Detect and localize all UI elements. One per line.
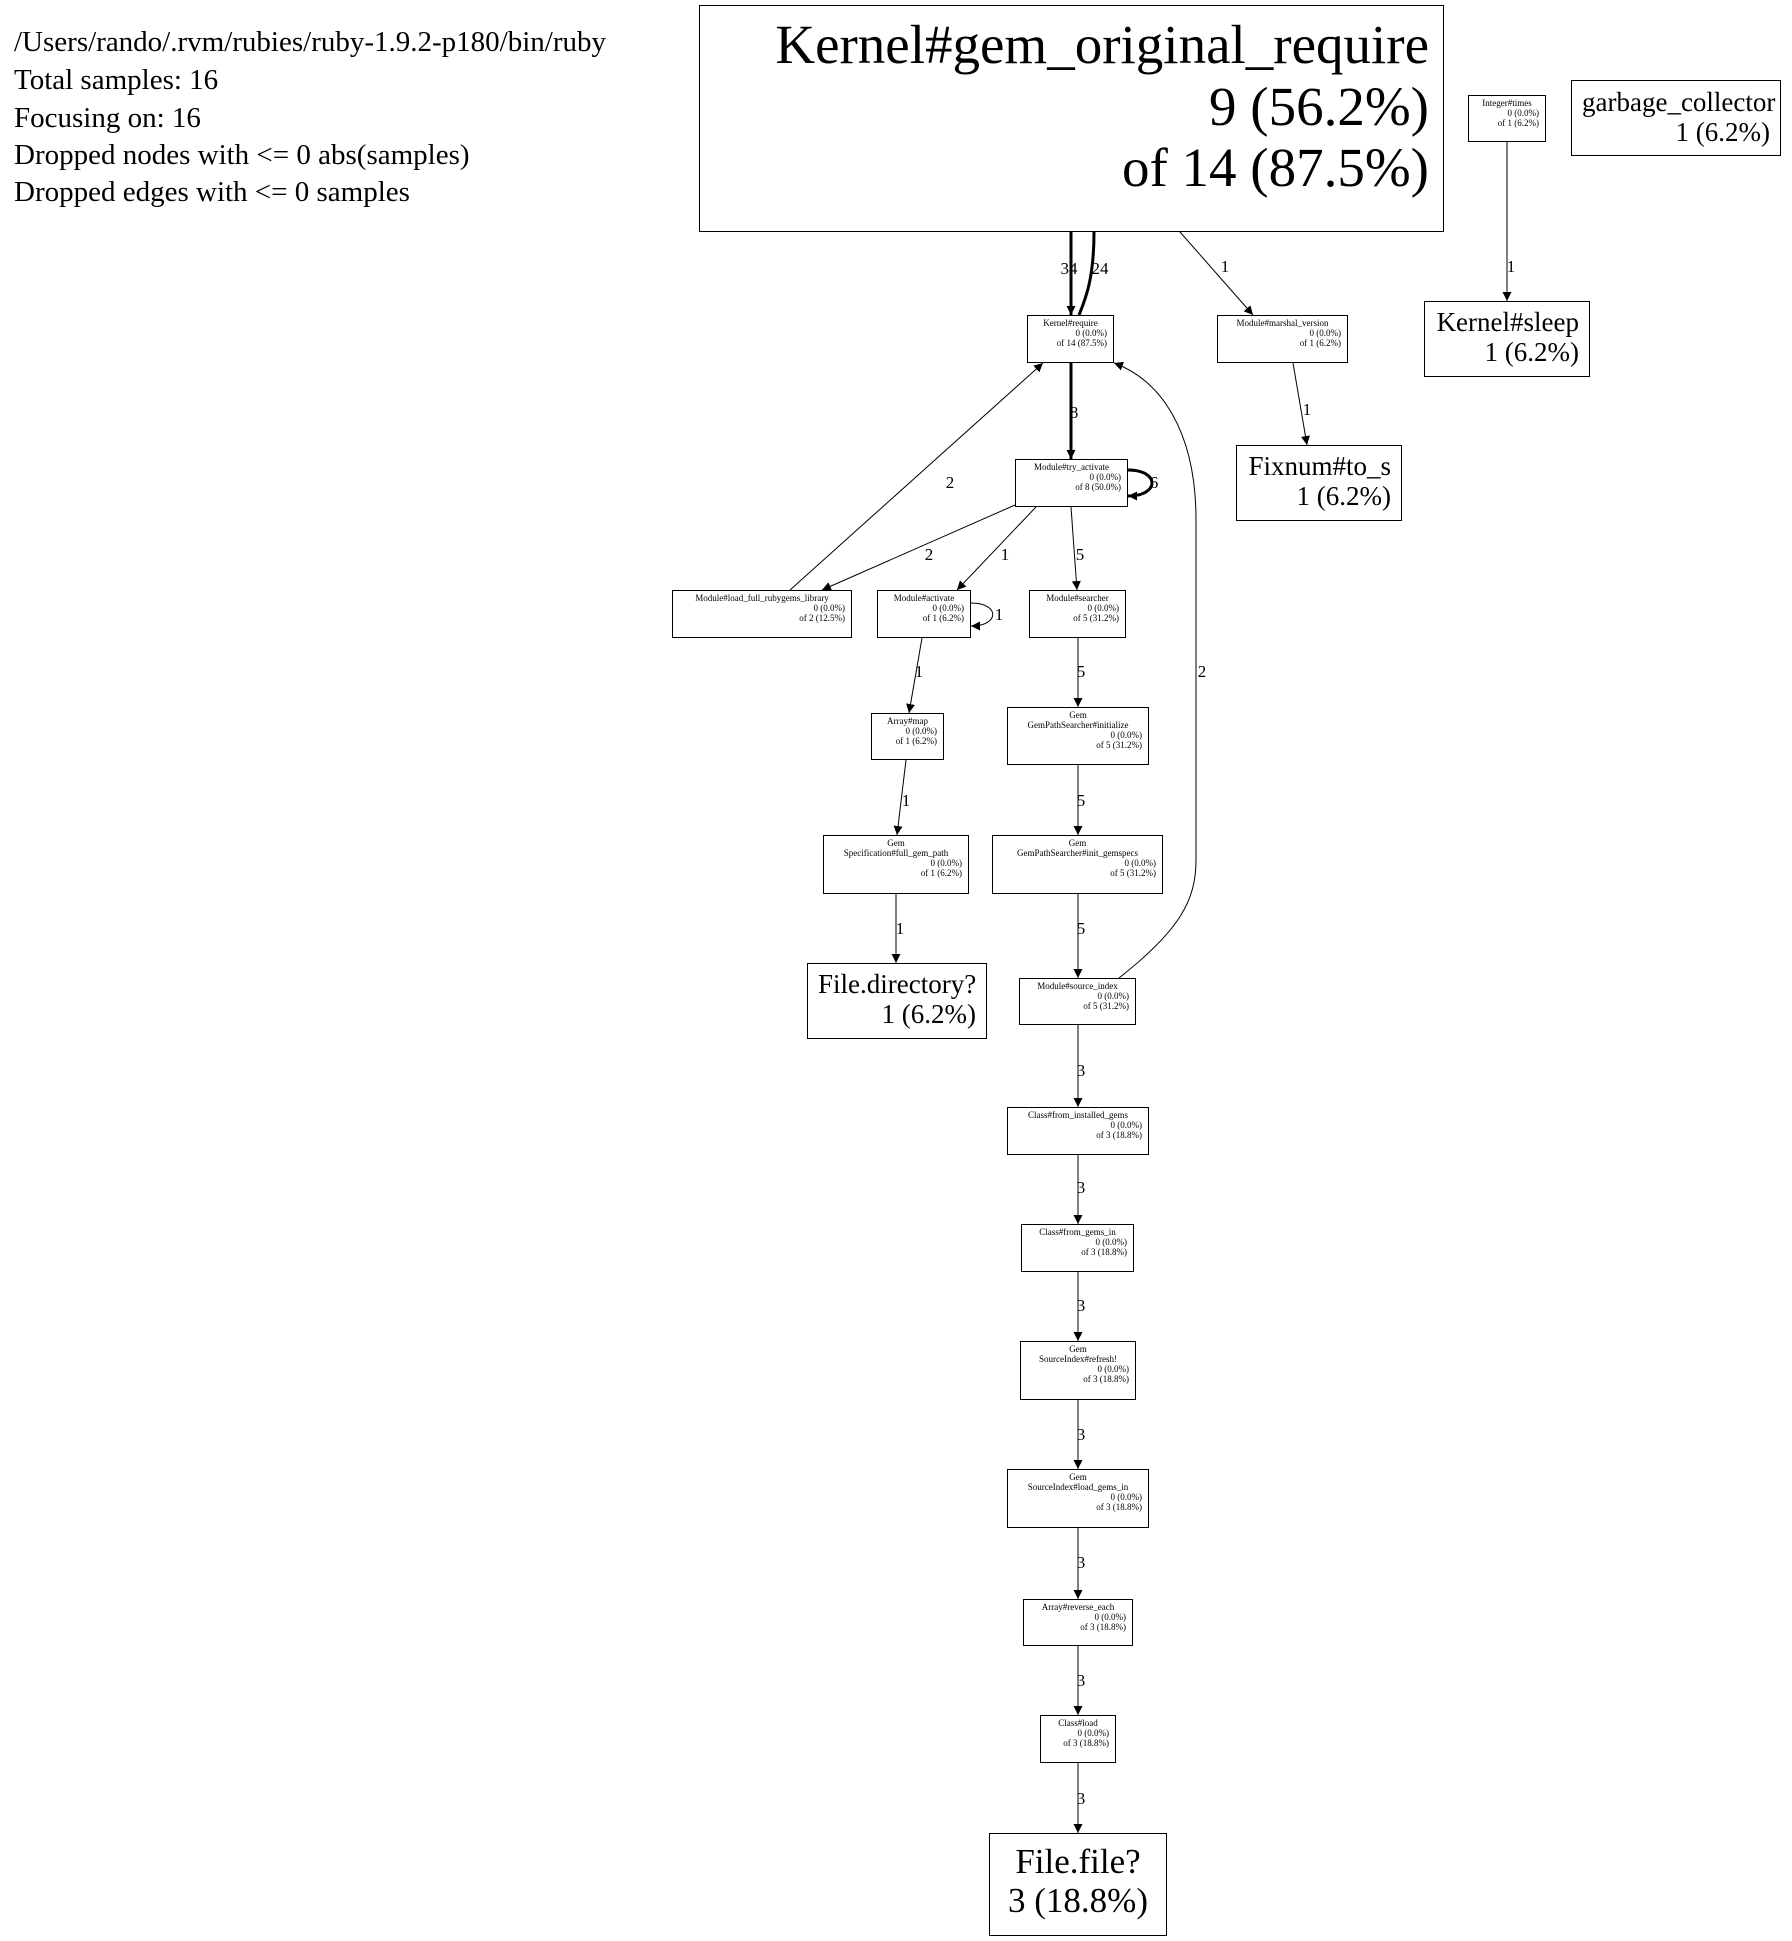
node-marshal-version: Module#marshal_version 0 (0.0%) of 1 (6.… <box>1217 315 1348 363</box>
edge-array_map-to-full_gem_path <box>893 759 907 836</box>
node-kernel-sleep: Kernel#sleep 1 (6.2%) <box>1424 301 1590 377</box>
edge-label-source_index-to-kernel_require: 2 <box>1198 662 1207 681</box>
edge-label-activate-to-array_map: 1 <box>915 662 924 681</box>
edge-label-try_activate-to-searcher: 5 <box>1076 545 1085 564</box>
edge-try_activate-to-searcher <box>1070 506 1081 591</box>
edge-label-refresh-to-load_gems_in: 3 <box>1077 1425 1086 1444</box>
node-array-map: Array#map 0 (0.0%) of 1 (6.2%) <box>871 713 944 760</box>
edge-label-try_activate-to-try_activate: 6 <box>1150 473 1159 492</box>
node-try-activate: Module#try_activate 0 (0.0%) of 8 (50.0%… <box>1015 459 1128 507</box>
edge-load_full_rubygems-to-kernel_require <box>789 362 1044 591</box>
edge-label-load_full_rubygems-to-kernel_require: 2 <box>946 473 955 492</box>
edge-label-gps_initialize-to-init_gemspecs: 5 <box>1077 791 1086 810</box>
node-searcher: Module#searcher 0 (0.0%) of 5 (31.2%) <box>1029 590 1126 638</box>
edge-label-reverse_each-to-class_load: 3 <box>1077 1671 1086 1690</box>
node-load-full-rubygems-library: Module#load_full_rubygems_library 0 (0.0… <box>672 590 852 638</box>
node-array-reverse-each: Array#reverse_each 0 (0.0%) of 3 (18.8%) <box>1023 1599 1133 1646</box>
node-specification-full-gem-path: Gem Specification#full_gem_path 0 (0.0%)… <box>823 835 969 894</box>
edge-try_activate-to-activate <box>956 506 1037 591</box>
node-gem-path-searcher-init-gemspecs: Gem GemPathSearcher#init_gemspecs 0 (0.0… <box>992 835 1163 894</box>
edge-label-kernel_require-to-gem_original_require: 24 <box>1092 259 1110 278</box>
node-activate: Module#activate 0 (0.0%) of 1 (6.2%) <box>877 590 971 638</box>
node-kernel-require: Kernel#require 0 (0.0%) of 14 (87.5%) <box>1027 315 1114 363</box>
node-file-directory: File.directory? 1 (6.2%) <box>807 963 987 1039</box>
edge-label-full_gem_path-to-file_directory: 1 <box>896 919 905 938</box>
edge-try_activate-to-load_full_rubygems <box>821 504 1016 591</box>
edge-label-integer_times-to-kernel_sleep: 1 <box>1507 257 1516 276</box>
edge-gem_original_require-to-marshal_version <box>1179 231 1254 316</box>
edge-label-class_load-to-file_file: 3 <box>1077 1789 1086 1808</box>
node-fixnum-to-s: Fixnum#to_s 1 (6.2%) <box>1236 445 1402 521</box>
total-samples: Total samples: 16 <box>14 64 219 96</box>
node-from-installed-gems: Class#from_installed_gems 0 (0.0%) of 3 … <box>1007 1107 1149 1155</box>
edge-label-array_map-to-full_gem_path: 1 <box>902 791 911 810</box>
edge-label-from_gems_in-to-refresh: 3 <box>1077 1296 1086 1315</box>
edge-label-init_gemspecs-to-source_index: 5 <box>1077 919 1086 938</box>
node-integer-times: Integer#times 0 (0.0%) of 1 (6.2%) <box>1468 95 1546 142</box>
binary-path: /Users/rando/.rvm/rubies/ruby-1.9.2-p180… <box>14 26 606 58</box>
node-class-load: Class#load 0 (0.0%) of 3 (18.8%) <box>1040 1715 1116 1763</box>
node-garbage-collector: garbage_collector 1 (6.2%) <box>1571 80 1781 156</box>
node-file-file: File.file? 3 (18.8%) <box>989 1833 1167 1936</box>
edge-activate-to-array_map <box>906 637 923 714</box>
dropped-edges: Dropped edges with <= 0 samples <box>14 176 410 208</box>
dropped-nodes: Dropped nodes with <= 0 abs(samples) <box>14 139 470 171</box>
edge-label-marshal_version-to-fixnum_to_s: 1 <box>1303 400 1312 419</box>
edge-kernel_require-to-gem_original_require <box>1077 222 1099 316</box>
edge-label-try_activate-to-load_full_rubygems: 2 <box>925 545 934 564</box>
node-source-index-load-gems-in: Gem SourceIndex#load_gems_in 0 (0.0%) of… <box>1007 1469 1149 1528</box>
edge-label-gem_original_require-to-kernel_require: 34 <box>1061 259 1079 278</box>
edge-label-gem_original_require-to-marshal_version: 1 <box>1221 257 1230 276</box>
edge-activate-to-activate <box>970 602 993 631</box>
edge-try_activate-to-try_activate <box>1127 468 1154 501</box>
edge-label-try_activate-to-activate: 1 <box>1001 545 1010 564</box>
edge-label-activate-to-activate: 1 <box>995 605 1004 624</box>
node-from-gems-in: Class#from_gems_in 0 (0.0%) of 3 (18.8%) <box>1021 1224 1134 1272</box>
node-gem-original-require: Kernel#gem_original_require 9 (56.2%) of… <box>699 5 1444 232</box>
node-gem-path-searcher-initialize: Gem GemPathSearcher#initialize 0 (0.0%) … <box>1007 707 1149 765</box>
edge-label-kernel_require-to-try_activate: 8 <box>1070 403 1079 422</box>
edge-source_index-to-kernel_require <box>1113 361 1197 979</box>
edge-marshal_version-to-fixnum_to_s <box>1292 362 1310 446</box>
focusing-on: Focusing on: 16 <box>14 102 201 134</box>
node-source-index: Module#source_index 0 (0.0%) of 5 (31.2%… <box>1019 978 1136 1025</box>
edge-label-from_installed_gems-to-from_gems_in: 3 <box>1077 1178 1086 1197</box>
edge-label-searcher-to-gps_initialize: 5 <box>1077 662 1086 681</box>
edge-label-source_index-to-from_installed_gems: 3 <box>1077 1061 1086 1080</box>
edge-label-load_gems_in-to-reverse_each: 3 <box>1077 1553 1086 1572</box>
node-source-index-refresh: Gem SourceIndex#refresh! 0 (0.0%) of 3 (… <box>1020 1341 1136 1400</box>
